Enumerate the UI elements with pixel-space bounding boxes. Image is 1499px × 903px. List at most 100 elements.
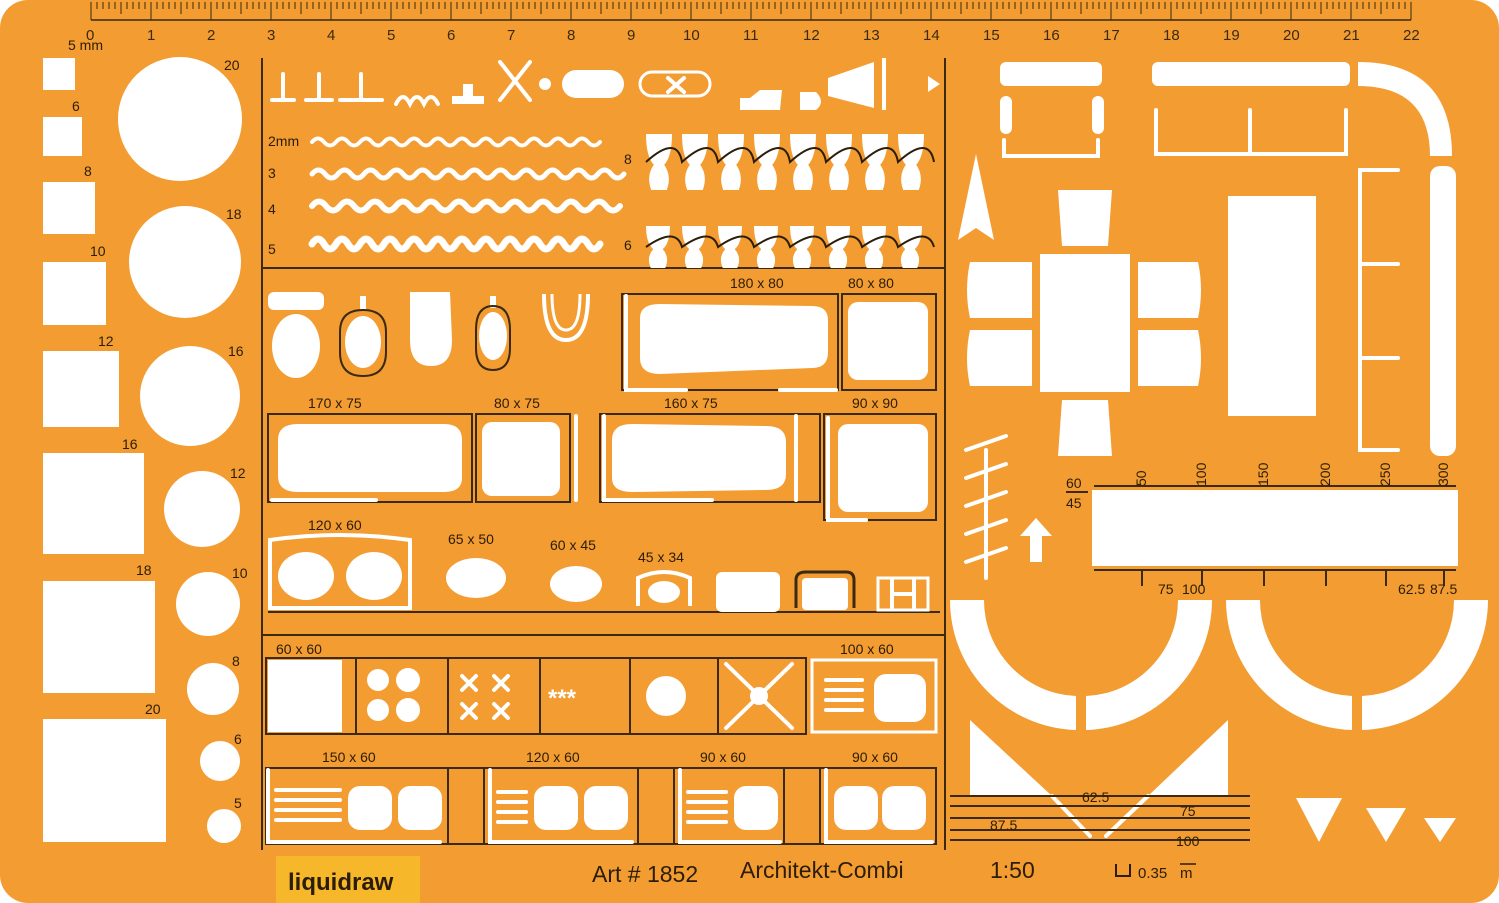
square-12 (43, 351, 119, 427)
stair-top-number: 100 (1193, 462, 1209, 486)
circle-label-8: 8 (232, 653, 240, 669)
circle-16 (140, 346, 240, 446)
baluster-symbols: 8 6 (624, 134, 935, 268)
ruler-number: 20 (1283, 27, 1300, 44)
circle-6 (200, 741, 240, 781)
stair-top-number: 50 (1133, 470, 1149, 486)
ruler-number: 12 (803, 27, 820, 44)
stair-top-number: 300 (1435, 462, 1451, 486)
ruler-number: 22 (1403, 27, 1420, 44)
baluster-curve (645, 147, 935, 164)
square-label-10: 10 (90, 243, 106, 259)
kitchen-label-150x60: 150 x 60 (322, 749, 376, 765)
brand-logo: liquidraw (288, 869, 394, 896)
square-label-6: 6 (72, 98, 80, 114)
square-templates: 5 mm 6 8 10 12 16 18 20 (43, 37, 166, 842)
circle-label-20: 20 (224, 57, 240, 73)
ruler-number: 3 (267, 27, 275, 44)
stair-side-45: 45 (1066, 495, 1082, 511)
circle-templates: 20 18 16 12 10 8 6 5 (118, 57, 248, 843)
circle-label-16: 16 (228, 343, 244, 359)
square-label-8: 8 (84, 163, 92, 179)
ruler-number: 9 (627, 27, 635, 44)
scale-label: 1:50 (990, 857, 1035, 883)
thickness-icon (1115, 864, 1131, 877)
square-10 (43, 262, 106, 325)
stair-bottom-62.5: 62.5 (1398, 581, 1425, 597)
bath-label-80x80: 80 x 80 (848, 275, 894, 291)
wave-label-2mm: 2mm (268, 133, 299, 149)
bath-label-60x45: 60 x 45 (550, 537, 596, 553)
circle-5 (207, 809, 241, 843)
stair-bottom-75: 75 (1158, 581, 1174, 597)
circle-label-6: 6 (234, 731, 242, 747)
circle-label-12: 12 (230, 465, 246, 481)
square-unit-label: 5 mm (68, 37, 103, 53)
ruler-number: 16 (1043, 27, 1060, 44)
kitchen-label-90x60-b: 90 x 60 (852, 749, 898, 765)
baluster-curve (645, 235, 935, 249)
ruler-number: 10 (683, 27, 700, 44)
door-label-87.5: 87.5 (990, 817, 1017, 833)
ruler-number: 13 (863, 27, 880, 44)
door-swings: 62.5 75 87.5 100 (950, 600, 1488, 849)
wave-symbols: 2mm 3 4 5 (268, 133, 627, 257)
square-label-20: 20 (145, 701, 161, 717)
square-label-18: 18 (136, 562, 152, 578)
product-name: Architekt-Combi (740, 857, 904, 883)
bath-label-180x80: 180 x 80 (730, 275, 784, 291)
stair-top-number: 200 (1317, 462, 1333, 486)
ruler-number: 4 (327, 27, 335, 44)
baluster-label-8: 8 (624, 151, 632, 167)
square-8 (43, 182, 95, 234)
ruler (90, 2, 1412, 21)
capsule-outline (638, 70, 712, 98)
door-label-100: 100 (1176, 833, 1200, 849)
stair-bottom-87.5: 87.5 (1430, 581, 1457, 597)
door-label-62.5: 62.5 (1082, 789, 1109, 805)
footer: liquidraw Art # 1852 Architekt-Combi 1:5… (276, 856, 1196, 903)
square-label-12: 12 (98, 333, 114, 349)
ruler-number: 15 (983, 27, 1000, 44)
ruler-number: 18 (1163, 27, 1180, 44)
circle-label-5: 5 (234, 795, 242, 811)
door-label-75: 75 (1180, 803, 1196, 819)
ruler-zero: 0 (86, 27, 94, 44)
baluster-label-6: 6 (624, 237, 632, 253)
kitchen-label-100x60: 100 x 60 (840, 641, 894, 657)
ruler-number: 11 (743, 27, 759, 44)
stair-bottom-100: 100 (1182, 581, 1206, 597)
kitchen-label-90x60-a: 90 x 60 (700, 749, 746, 765)
kitchen-section: 60 x 60 *** 100 x 60 150 x 60 120 x 60 (265, 641, 938, 845)
stair-top-number: 250 (1377, 462, 1393, 486)
circle-12 (164, 471, 240, 547)
furniture-section (958, 62, 1456, 580)
article-number: Art # 1852 (592, 861, 698, 887)
ruler-number: 8 (567, 27, 575, 44)
bath-label-120x60: 120 x 60 (308, 517, 362, 533)
circle-label-18: 18 (226, 206, 242, 222)
ruler-number: 19 (1223, 27, 1240, 44)
kitchen-label-120x60: 120 x 60 (526, 749, 580, 765)
wave-label-3: 3 (268, 165, 276, 181)
ruler-number: 1 (147, 27, 155, 44)
brand-tab (276, 856, 420, 903)
bathroom-section: 180 x 80 80 x 80 170 x 75 80 x 75 160 x … (267, 275, 940, 613)
square-5 (43, 58, 75, 90)
bath-label-80x75: 80 x 75 (494, 395, 540, 411)
ruler-number: 6 (447, 27, 455, 44)
bath-label-90x90: 90 x 90 (852, 395, 898, 411)
circle-18 (129, 206, 241, 318)
symbol-row (270, 58, 940, 110)
circle-20 (118, 57, 242, 181)
circle-label-10: 10 (232, 565, 248, 581)
thickness-value: 0.35 (1138, 865, 1167, 882)
ruler-number: 17 (1103, 27, 1120, 44)
square-18 (43, 581, 155, 693)
ruler-number: 7 (507, 27, 515, 44)
ruler-number: 14 (923, 27, 940, 44)
circle-10 (176, 572, 240, 636)
ruler-number: 2 (207, 27, 215, 44)
